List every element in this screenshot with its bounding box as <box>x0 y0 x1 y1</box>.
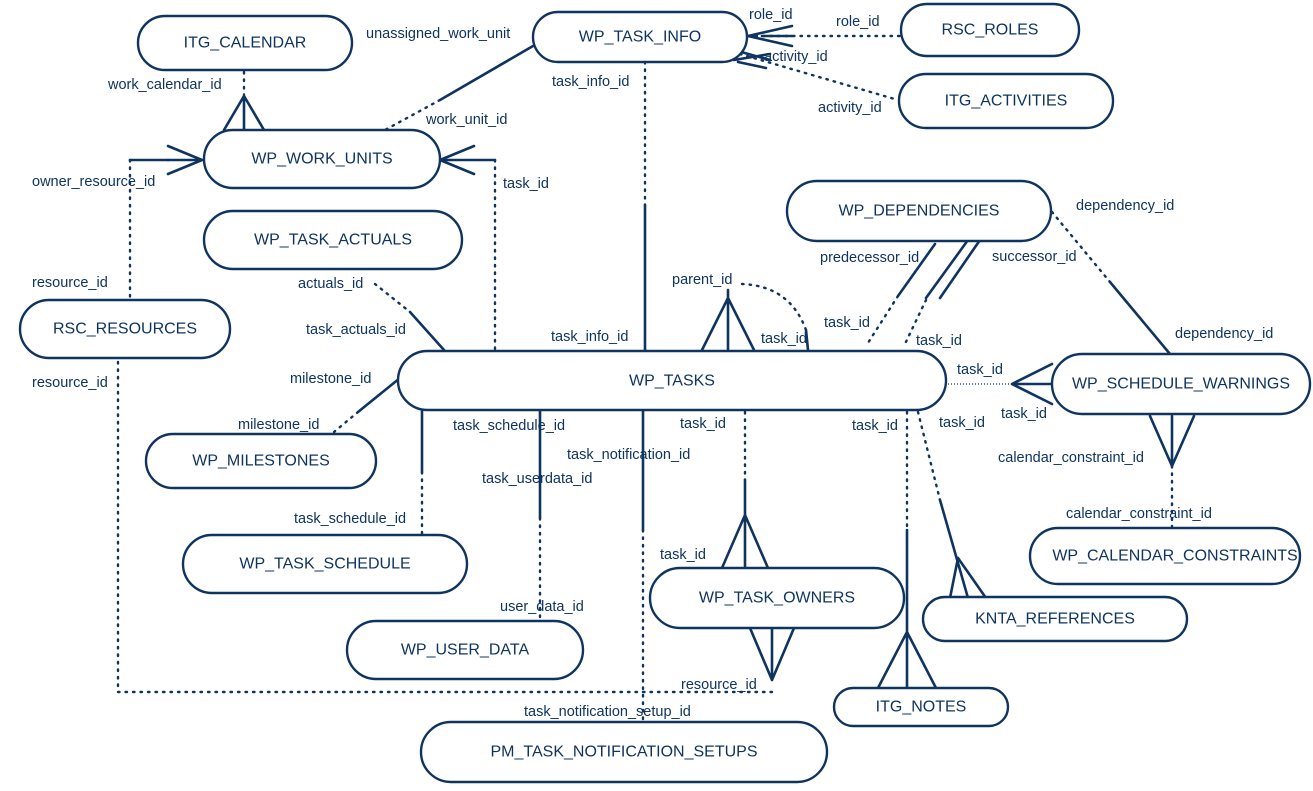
relationship-labels: unassigned_work_unit role_id role_id act… <box>32 7 1273 720</box>
label-dependency-id: dependency_id <box>1076 198 1174 214</box>
entity-label: WP_DEPENDENCIES <box>839 203 1000 220</box>
entity-label: ITG_ACTIVITIES <box>945 93 1068 110</box>
entity-label: WP_TASK_SCHEDULE <box>239 556 410 573</box>
label-task-id: task_id <box>660 547 706 563</box>
entity-wp-task-owners[interactable]: WP_TASK_OWNERS <box>648 566 906 630</box>
entity-label: ITG_NOTES <box>876 699 967 716</box>
label-actuals-id: actuals_id <box>298 276 363 292</box>
entity-wp-dependencies[interactable]: WP_DEPENDENCIES <box>785 179 1053 243</box>
label-parent-id: parent_id <box>672 272 732 288</box>
label-role-id: role_id <box>749 7 793 23</box>
label-task-id: task_id <box>503 176 549 192</box>
label-task-actuals-id: task_actuals_id <box>306 322 406 338</box>
label-task-info-id: task_info_id <box>551 329 628 345</box>
relationship-lines <box>116 24 1196 724</box>
entity-knta-references[interactable]: KNTA_REFERENCES <box>921 595 1189 643</box>
label-unassigned-work-unit: unassigned_work_unit <box>366 26 510 42</box>
entity-label: WP_TASK_ACTUALS <box>254 232 412 249</box>
label-calendar-constraint-id: calendar_constraint_id <box>998 450 1144 466</box>
label-milestone-id: milestone_id <box>290 371 371 387</box>
entity-rsc-resources[interactable]: RSC_RESOURCES <box>18 298 232 360</box>
label-user-data-id: user_data_id <box>500 599 584 615</box>
label-task-id: task_id <box>852 418 898 434</box>
entity-wp-work-units[interactable]: WP_WORK_UNITS <box>202 128 442 190</box>
entity-label: WP_WORK_UNITS <box>251 151 392 168</box>
label-resource-id: resource_id <box>681 677 757 693</box>
label-role-id: role_id <box>836 14 880 30</box>
entity-label: RSC_RESOURCES <box>53 321 197 338</box>
entity-itg-notes[interactable]: ITG_NOTES <box>832 686 1010 728</box>
label-task-id: task_id <box>761 331 807 347</box>
label-task-userdata-id: task_userdata_id <box>482 471 592 487</box>
entity-itg-calendar[interactable]: ITG_CALENDAR <box>136 14 354 72</box>
entity-label: WP_USER_DATA <box>401 642 530 659</box>
entity-wp-user-data[interactable]: WP_USER_DATA <box>345 619 585 681</box>
label-activity-id: activity_id <box>764 49 828 65</box>
entity-label: WP_TASK_INFO <box>579 29 701 46</box>
label-task-notification-id: task_notification_id <box>567 447 690 463</box>
label-milestone-id: milestone_id <box>238 417 319 433</box>
label-task-info-id: task_info_id <box>552 74 629 90</box>
entity-wp-task-schedule[interactable]: WP_TASK_SCHEDULE <box>181 533 469 595</box>
entity-itg-activities[interactable]: ITG_ACTIVITIES <box>897 72 1115 130</box>
label-task-id: task_id <box>1001 406 1047 422</box>
entity-label: KNTA_REFERENCES <box>975 611 1135 628</box>
entity-wp-task-info[interactable]: WP_TASK_INFO <box>531 10 749 64</box>
label-task-id: task_id <box>680 416 726 432</box>
entity-wp-task-actuals[interactable]: WP_TASK_ACTUALS <box>202 209 464 271</box>
entity-wp-milestones[interactable]: WP_MILESTONES <box>144 432 378 490</box>
label-task-id: task_id <box>824 315 870 331</box>
entity-wp-tasks[interactable]: WP_TASKS <box>396 349 948 412</box>
entity-label: WP_SCHEDULE_WARNINGS <box>1072 376 1290 393</box>
entity-label: RSC_ROLES <box>942 22 1039 39</box>
label-task-schedule-id: task_schedule_id <box>294 511 406 527</box>
entity-label: WP_TASKS <box>629 373 715 390</box>
entity-label: PM_TASK_NOTIFICATION_SETUPS <box>490 744 757 761</box>
entity-rsc-roles[interactable]: RSC_ROLES <box>899 2 1081 58</box>
label-resource-id: resource_id <box>32 275 108 291</box>
entity-label: WP_TASK_OWNERS <box>699 590 855 607</box>
entity-wp-schedule-warnings[interactable]: WP_SCHEDULE_WARNINGS <box>1050 352 1312 416</box>
entity-wp-calendar-constraints[interactable]: WP_CALENDAR_CONSTRAINTS <box>1028 526 1302 586</box>
label-work-calendar-id: work_calendar_id <box>107 77 222 93</box>
label-task-notification-setup-id: task_notification_setup_id <box>524 704 691 720</box>
entity-label: WP_MILESTONES <box>192 453 330 470</box>
label-predecessor-id: predecessor_id <box>820 250 919 266</box>
label-task-id: task_id <box>939 415 985 431</box>
label-calendar-constraint-id: calendar_constraint_id <box>1066 506 1212 522</box>
label-task-schedule-id: task_schedule_id <box>453 418 565 434</box>
entity-label: WP_CALENDAR_CONSTRAINTS <box>1052 548 1297 565</box>
label-owner-resource-id: owner_resource_id <box>32 174 155 190</box>
label-dependency-id: dependency_id <box>1175 326 1273 342</box>
label-task-id: task_id <box>916 333 962 349</box>
entity-label: ITG_CALENDAR <box>184 35 307 52</box>
label-task-id: task_id <box>957 362 1003 378</box>
label-resource-id: resource_id <box>32 375 108 391</box>
label-work-unit-id: work_unit_id <box>425 112 507 128</box>
entity-pm-task-notification-setups[interactable]: PM_TASK_NOTIFICATION_SETUPS <box>419 720 829 784</box>
label-activity-id: activity_id <box>818 100 882 116</box>
label-successor-id: successor_id <box>992 249 1077 265</box>
